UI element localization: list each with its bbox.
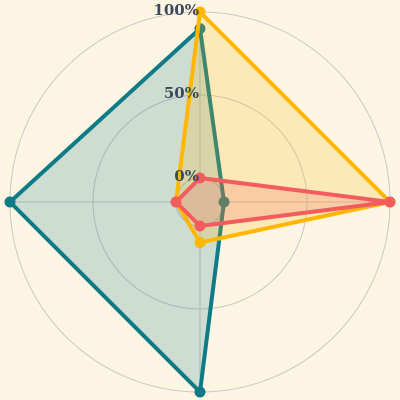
series-2-point-3 xyxy=(170,196,182,208)
series-2-point-0 xyxy=(194,172,206,184)
tick-label-2: 100% xyxy=(153,1,199,19)
series-2-point-2 xyxy=(194,220,206,232)
series-2-point-1 xyxy=(384,196,396,208)
series-1-point-0 xyxy=(194,6,206,18)
series-0-point-2 xyxy=(194,386,206,398)
tick-label-0: 0% xyxy=(174,167,199,185)
tick-label-1: 50% xyxy=(164,84,199,102)
radar-tick-labels: 0% 50% 100% xyxy=(153,1,199,185)
series-0-point-3 xyxy=(4,196,16,208)
series-0-point-1 xyxy=(218,196,230,208)
radar-series-layer xyxy=(4,6,396,398)
series-1-point-2 xyxy=(194,237,206,249)
